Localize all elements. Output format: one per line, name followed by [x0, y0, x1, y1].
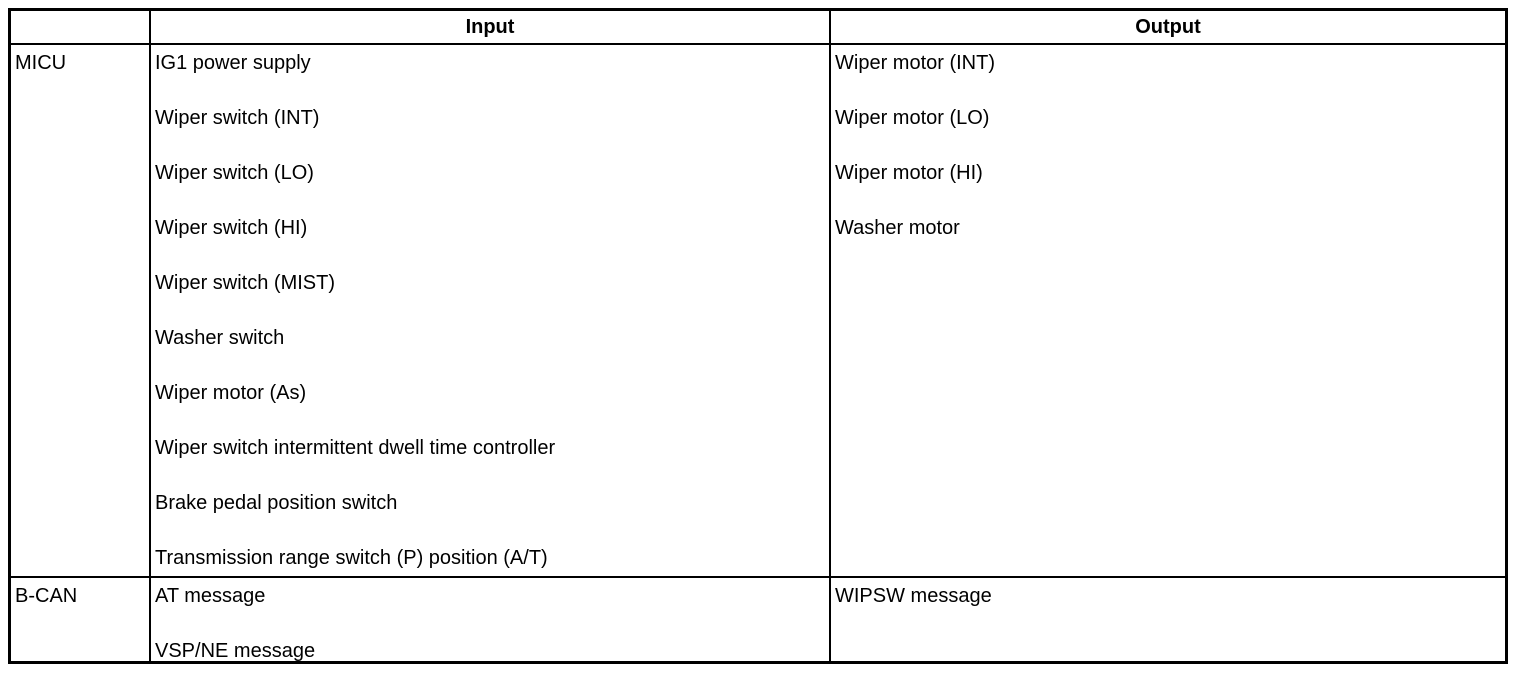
input-item: Wiper switch (INT)	[155, 107, 320, 129]
bcan-label-cell: B-CAN	[11, 578, 151, 661]
output-item: WIPSW message	[835, 585, 992, 607]
micu-output-cell: Wiper motor (INT) Wiper motor (LO) Wiper…	[831, 45, 1505, 578]
input-item: Wiper switch (HI)	[155, 217, 308, 239]
input-item: Wiper switch (MIST)	[155, 272, 335, 294]
input-item: Brake pedal position switch	[155, 492, 398, 514]
output-item: Wiper motor (HI)	[835, 162, 983, 184]
input-item: Wiper switch intermittent dwell time con…	[155, 437, 556, 459]
header-output-cell: Output	[831, 11, 1505, 45]
header-input-label: Input	[465, 15, 515, 38]
header-input-cell: Input	[151, 11, 831, 45]
input-item: IG1 power supply	[155, 52, 311, 74]
header-blank-cell	[11, 11, 151, 45]
header-output-label: Output	[1135, 15, 1201, 38]
micu-label-cell: MICU	[11, 45, 151, 578]
io-signal-table: Input Output MICU IG1 power supply Wiper…	[8, 8, 1508, 664]
row-label: B-CAN	[15, 585, 78, 607]
input-item: AT message	[155, 585, 266, 607]
input-item: Washer switch	[155, 327, 285, 349]
row-label: MICU	[15, 52, 67, 74]
output-item: Washer motor	[835, 217, 960, 239]
bcan-input-cell: AT message VSP/NE message	[151, 578, 831, 661]
output-item: Wiper motor (LO)	[835, 107, 990, 129]
input-item: Wiper switch (LO)	[155, 162, 314, 184]
input-item: Wiper motor (As)	[155, 382, 307, 404]
input-item: Transmission range switch (P) position (…	[155, 547, 548, 569]
micu-input-cell: IG1 power supply Wiper switch (INT) Wipe…	[151, 45, 831, 578]
input-item: VSP/NE message	[155, 640, 316, 661]
output-item: Wiper motor (INT)	[835, 52, 995, 74]
bcan-output-cell: WIPSW message	[831, 578, 1505, 661]
